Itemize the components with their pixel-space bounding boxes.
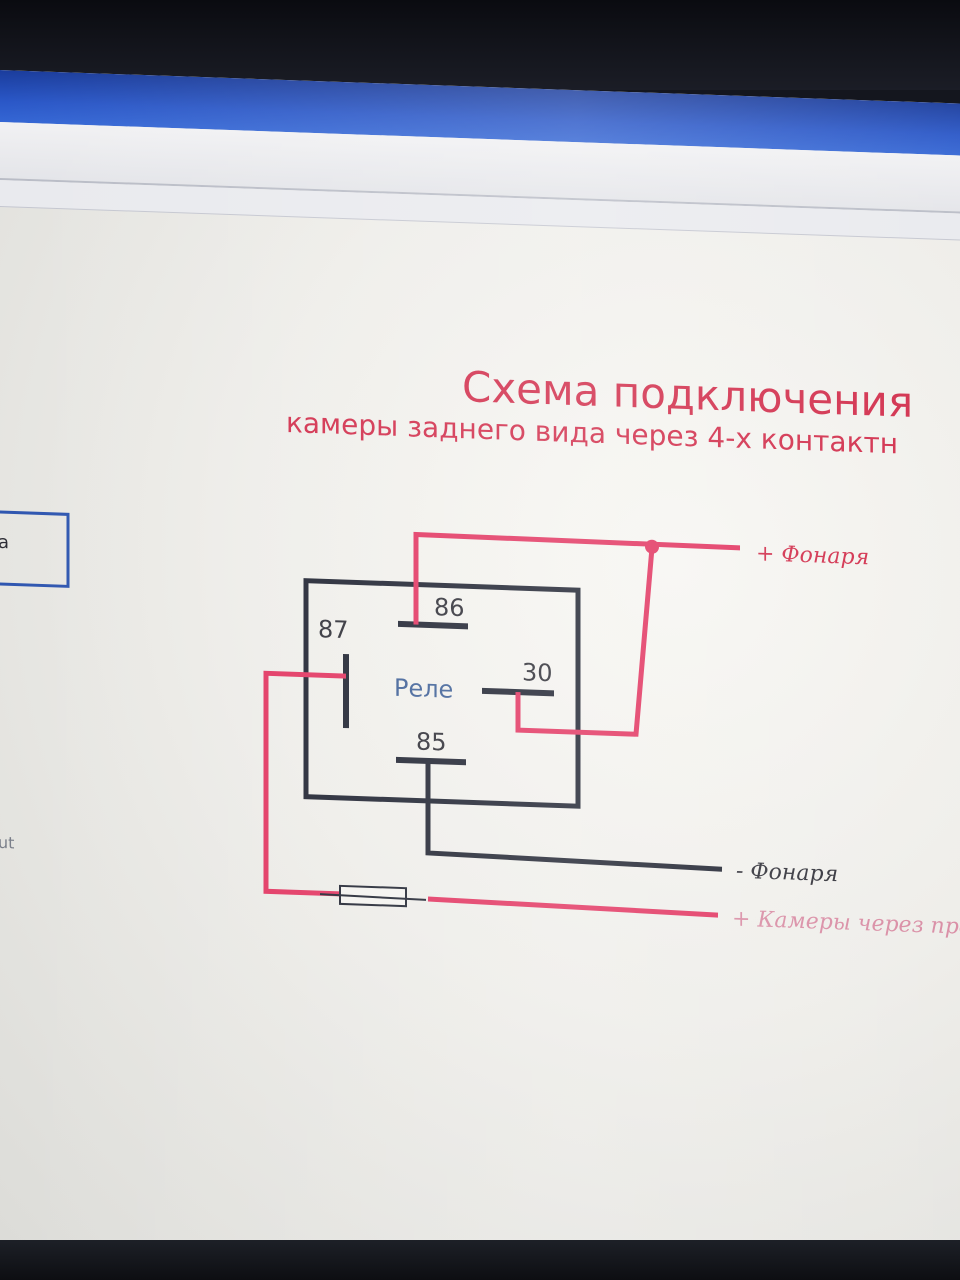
wire-fuse-to-camera [427, 896, 719, 918]
screen: а ut Схема подключения камеры заднего ви… [0, 70, 960, 1279]
pin-86-contact [398, 620, 468, 630]
lamp-minus-label: - Фонаря [736, 859, 838, 888]
wire-86-to-lamp-plus [413, 531, 741, 625]
wire-85-to-lamp-minus [425, 760, 723, 872]
left-side-text: ut [0, 833, 14, 853]
pin-87-label: 87 [318, 615, 349, 644]
pin-30-label: 30 [522, 658, 553, 687]
pin-86-label: 86 [434, 593, 465, 622]
wire-30-to-lamp-plus [515, 547, 655, 737]
relay-label: Реле [394, 674, 453, 704]
relay-wiring-diagram: а ut Схема подключения камеры заднего ви… [0, 362, 960, 940]
left-partial-box [0, 509, 70, 588]
pin-85-contact [396, 756, 466, 766]
pin-85-label: 85 [416, 728, 447, 757]
camera-plus-label: + Камеры через пре [732, 907, 960, 940]
left-box-text: а [0, 532, 9, 553]
wire-junction-dot [645, 539, 659, 554]
monitor-bezel-bottom [0, 1240, 960, 1280]
relay-body [303, 578, 581, 809]
wire-87-to-fuse [263, 670, 346, 897]
lamp-plus-label: + Фонаря [756, 541, 869, 570]
fuse-lead [319, 893, 427, 901]
